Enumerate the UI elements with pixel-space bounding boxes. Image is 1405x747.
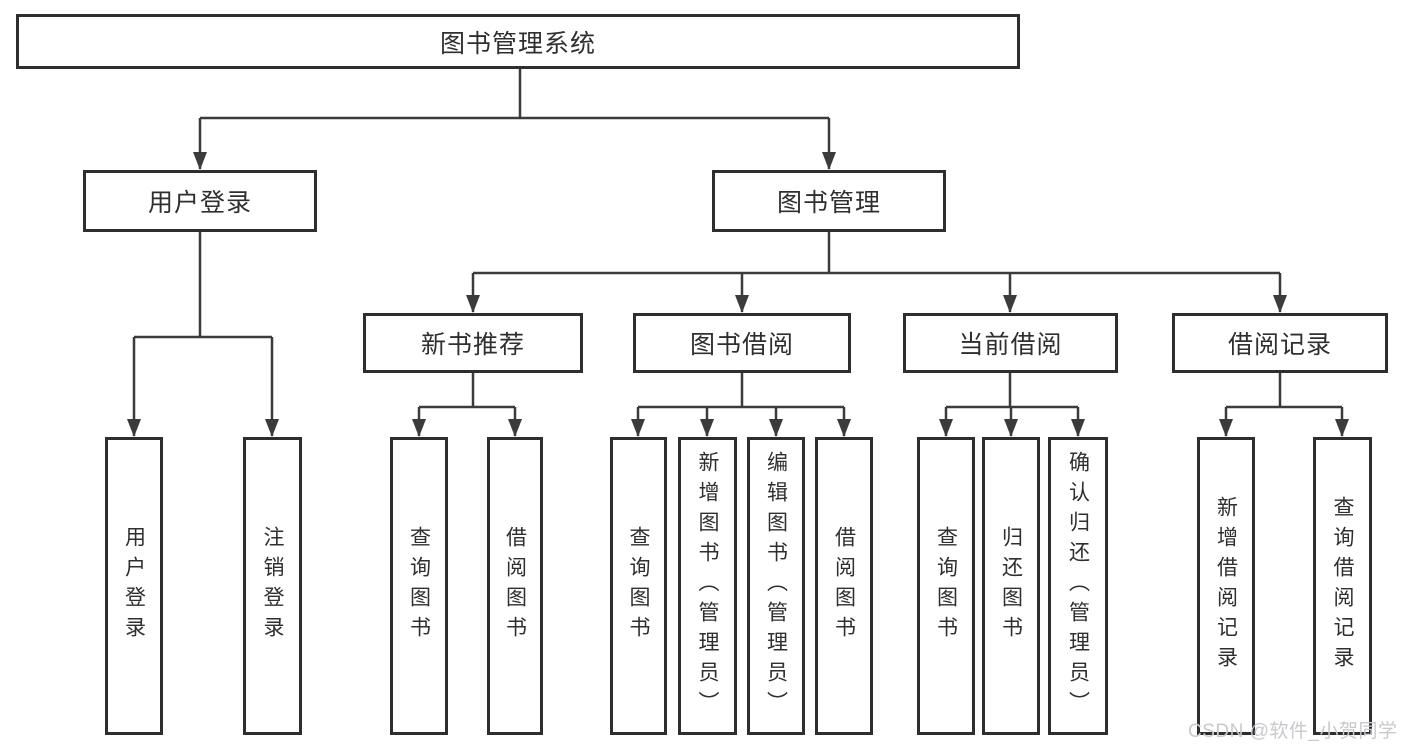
leaf-borrow-books-recommend: 借阅图书 — [487, 437, 543, 735]
edges-borrow-records — [1219, 373, 1349, 437]
leaf-borrow-books: 借阅图书 — [815, 437, 873, 735]
leaf-logout: 注销登录 — [243, 437, 302, 735]
leaf-add-book-admin-label: 新增图书（管理员） — [696, 451, 719, 721]
leaf-user-login: 用户登录 — [105, 437, 163, 735]
leaf-edit-book-admin-label: 编辑图书（管理员） — [764, 451, 788, 721]
leaf-query-books-current-label: 查询图书 — [934, 526, 958, 646]
leaf-return-books: 归还图书 — [982, 437, 1040, 735]
node-current-borrow-label: 当前借阅 — [958, 331, 1063, 359]
leaf-query-books-recommend-label: 查询图书 — [407, 526, 431, 646]
leaf-add-book-admin: 新增图书（管理员） — [678, 437, 737, 735]
edges-user-login — [127, 232, 279, 437]
watermark: CSDN @软件_小贺同学 — [1188, 721, 1398, 742]
node-library-system-label: 图书管理系统 — [439, 29, 596, 58]
node-borrow-records: 借阅记录 — [1172, 313, 1388, 373]
edges-root — [193, 69, 836, 170]
leaf-edit-book-admin: 编辑图书（管理员） — [747, 437, 805, 735]
node-user-login: 用户登录 — [83, 170, 317, 232]
node-library-system: 图书管理系统 — [16, 14, 1020, 69]
node-borrow-records-label: 借阅记录 — [1227, 331, 1332, 359]
node-new-book-recommend-label: 新书推荐 — [420, 331, 525, 359]
node-user-login-label: 用户登录 — [147, 189, 252, 217]
leaf-add-borrow-record-label: 新增借阅记录 — [1214, 496, 1238, 676]
leaf-add-borrow-record: 新增借阅记录 — [1197, 437, 1255, 735]
edges-book-borrow — [631, 373, 851, 437]
edges-new-book-recommend — [412, 373, 522, 437]
leaf-query-books-borrow-label: 查询图书 — [627, 526, 650, 646]
leaf-query-books-borrow: 查询图书 — [610, 437, 667, 735]
node-current-borrow: 当前借阅 — [903, 313, 1118, 373]
leaf-user-login-label: 用户登录 — [122, 526, 146, 646]
leaf-borrow-books-label: 借阅图书 — [832, 526, 856, 646]
node-new-book-recommend: 新书推荐 — [363, 313, 583, 373]
node-book-borrow: 图书借阅 — [633, 313, 851, 373]
edges-book-management — [466, 232, 1287, 313]
leaf-query-books-recommend: 查询图书 — [390, 437, 448, 735]
node-book-management-label: 图书管理 — [776, 189, 881, 217]
leaf-borrow-books-recommend-label: 借阅图书 — [503, 526, 527, 646]
leaf-query-borrow-record: 查询借阅记录 — [1313, 437, 1372, 735]
edges-current-borrow — [939, 373, 1085, 437]
leaf-confirm-return-admin: 确认归还（管理员） — [1048, 437, 1108, 735]
node-book-management: 图书管理 — [712, 170, 946, 232]
leaf-logout-label: 注销登录 — [261, 526, 284, 646]
leaf-query-books-current: 查询图书 — [917, 437, 975, 735]
leaf-confirm-return-admin-label: 确认归还（管理员） — [1066, 451, 1090, 721]
leaf-query-borrow-record-label: 查询借阅记录 — [1331, 496, 1354, 676]
leaf-return-books-label: 归还图书 — [999, 526, 1023, 646]
node-book-borrow-label: 图书借阅 — [689, 331, 794, 359]
